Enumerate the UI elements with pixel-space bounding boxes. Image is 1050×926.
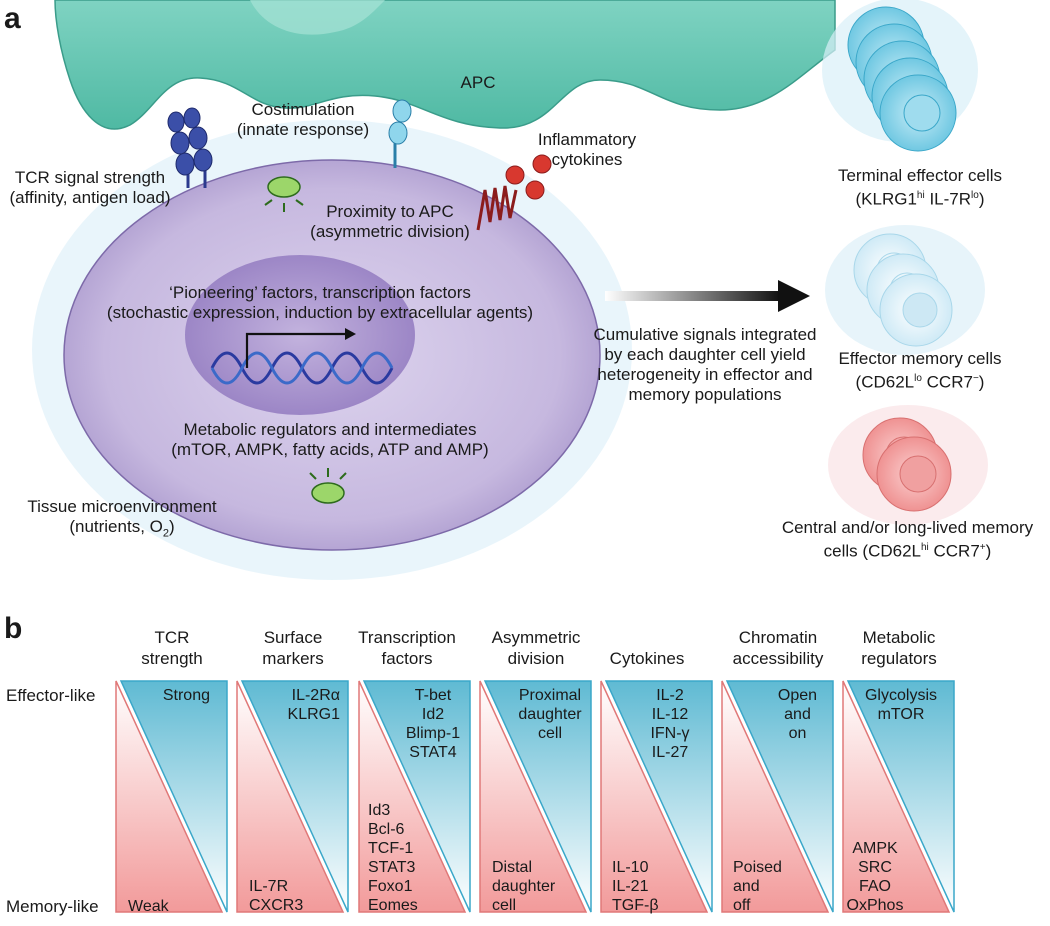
- organelle-bottom-icon: [309, 468, 347, 504]
- effector-memory-cells-icon: [825, 225, 985, 355]
- integration-arrowhead: [778, 280, 810, 312]
- triangle-pair-surface: [236, 680, 349, 913]
- effector-memory-label: Effector memory cells (CD62Llo CCR7−): [838, 349, 1002, 392]
- central-memory-cells-icon: [828, 405, 988, 525]
- tcr-receptor-icon: [167, 107, 213, 188]
- column-header-cytokines: Cytokines: [609, 649, 685, 668]
- transcription-arrowhead: [345, 328, 356, 340]
- apc-label: APC: [460, 73, 496, 92]
- inflammatory-cytokines-label: Inflammatory cytokines: [537, 130, 637, 169]
- apc-shape: [54, 0, 836, 130]
- dna-helix: [210, 351, 394, 385]
- triangle-pair-metabolic: [842, 680, 955, 913]
- metabolic-regulators-label: Metabolic regulators and intermediates (…: [171, 420, 489, 459]
- row-label-memory: Memory-like: [6, 897, 99, 916]
- tcr-effector-values: Strong: [162, 687, 210, 704]
- panel-b-letter: b: [4, 612, 23, 645]
- terminal-effector-cells-icon: [822, 0, 978, 152]
- pioneering-factors-label: ‘Pioneering’ factors, transcription fact…: [106, 283, 534, 322]
- cytokine-receptor-icon: [476, 154, 552, 231]
- central-memory-label: Central and/or long-lived memory cells (…: [781, 518, 1034, 561]
- triangle-pair-transcription: [358, 680, 471, 913]
- triangle-pair-tcr: [115, 680, 228, 913]
- panel-b-triangles: [115, 680, 955, 913]
- terminal-effector-label: Terminal effector cells (KLRG1hi IL-7Rlo…: [837, 166, 1003, 209]
- row-label-effector: Effector-like: [6, 686, 96, 705]
- transcription-start-arrow: [245, 332, 345, 368]
- tcr-signal-strength-label: TCR signal strength (affinity, antigen l…: [9, 168, 171, 207]
- triangle-pair-cytokines: [600, 680, 713, 913]
- triangle-pair-asymmetric: [479, 680, 592, 913]
- tcr-memory-values: Weak: [128, 898, 169, 915]
- cumulative-signals-label: Cumulative signals integrated by each da…: [593, 325, 817, 404]
- costimulation-label: Costimulation (innate response): [236, 100, 370, 139]
- tissue-microenvironment-label: Tissue microenvironment (nutrients, O2): [27, 497, 217, 540]
- integration-arrow-shaft: [605, 291, 780, 301]
- costimulation-receptor-icon: [388, 99, 412, 168]
- apc-inner-notch: [250, 0, 385, 35]
- triangle-pair-chromatin: [721, 680, 834, 913]
- proximity-to-apc-label: Proximity to APC (asymmetric division): [310, 202, 470, 241]
- organelle-top-icon: [264, 176, 304, 212]
- panel-a-letter: a: [4, 2, 21, 35]
